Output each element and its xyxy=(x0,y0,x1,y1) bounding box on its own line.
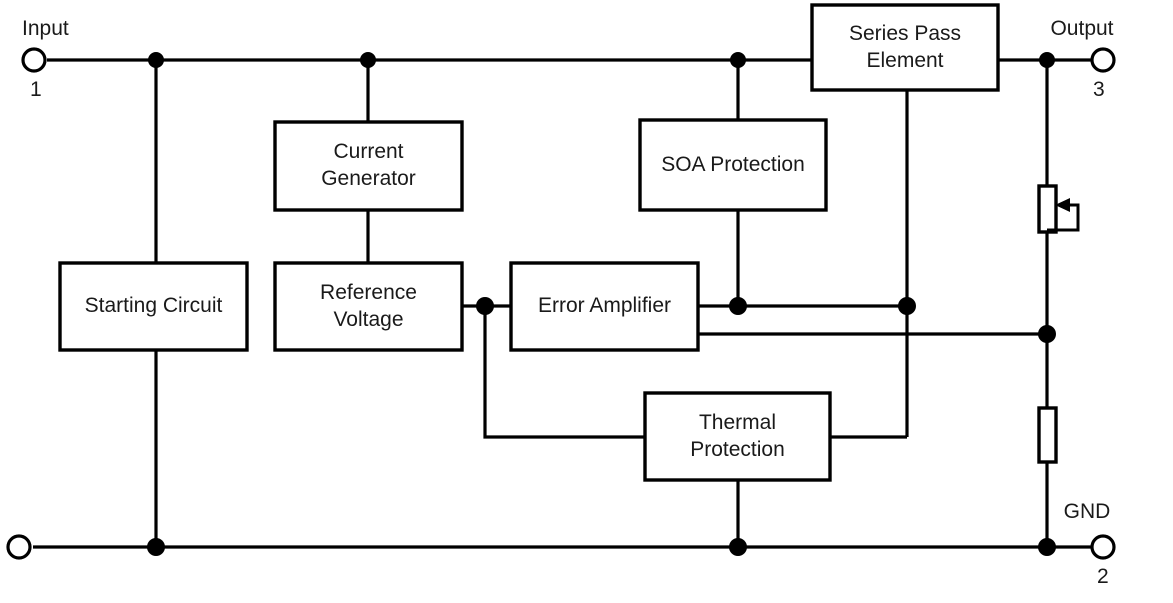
junction-dot-series-pass-control xyxy=(898,297,916,315)
junction-dot-ground-divider xyxy=(1038,538,1056,556)
starting-circuit-box[interactable] xyxy=(58,261,249,352)
reference-voltage-box[interactable] xyxy=(273,261,464,352)
output-terminal-label: Output xyxy=(1050,17,1114,40)
error-amplifier-box[interactable] xyxy=(509,261,700,352)
feedback-potentiometer-body xyxy=(1037,184,1058,234)
output-terminal-number: 3 xyxy=(1093,78,1105,101)
feedback-potentiometer-wiper-arrow xyxy=(1055,198,1070,212)
ground-terminal-circle[interactable] xyxy=(6,534,32,560)
thermal-protection-box[interactable] xyxy=(643,391,832,482)
junction-dot-input-starting xyxy=(148,52,164,68)
feedback-resistor-body xyxy=(1037,406,1058,464)
junction-dot-ground-starting xyxy=(147,538,165,556)
junction-dot-input-soa xyxy=(730,52,746,68)
output-terminal-circle[interactable] xyxy=(1090,47,1116,73)
gnd-terminal-label: GND xyxy=(1063,500,1111,523)
current-generator-box[interactable] xyxy=(273,120,464,212)
junction-dot-output-divider xyxy=(1039,52,1055,68)
series-pass-element-box[interactable] xyxy=(810,3,1000,92)
junction-dot-reference-erroramp xyxy=(476,297,494,315)
input-terminal-label: Input xyxy=(22,17,69,40)
input-terminal-number: 1 xyxy=(30,78,42,101)
gnd-terminal-number: 2 xyxy=(1097,565,1109,588)
junction-dot-input-current-gen xyxy=(360,52,376,68)
junction-dot-soa-erroramp xyxy=(729,297,747,315)
gnd-right-terminal-circle[interactable] xyxy=(1090,534,1116,560)
erroramp-node-to-thermal-wire xyxy=(483,306,645,439)
junction-dot-feedback-tap xyxy=(1038,325,1056,343)
junction-dot-ground-thermal xyxy=(729,538,747,556)
input-terminal-circle[interactable] xyxy=(21,47,47,73)
soa-protection-box[interactable] xyxy=(638,118,828,212)
